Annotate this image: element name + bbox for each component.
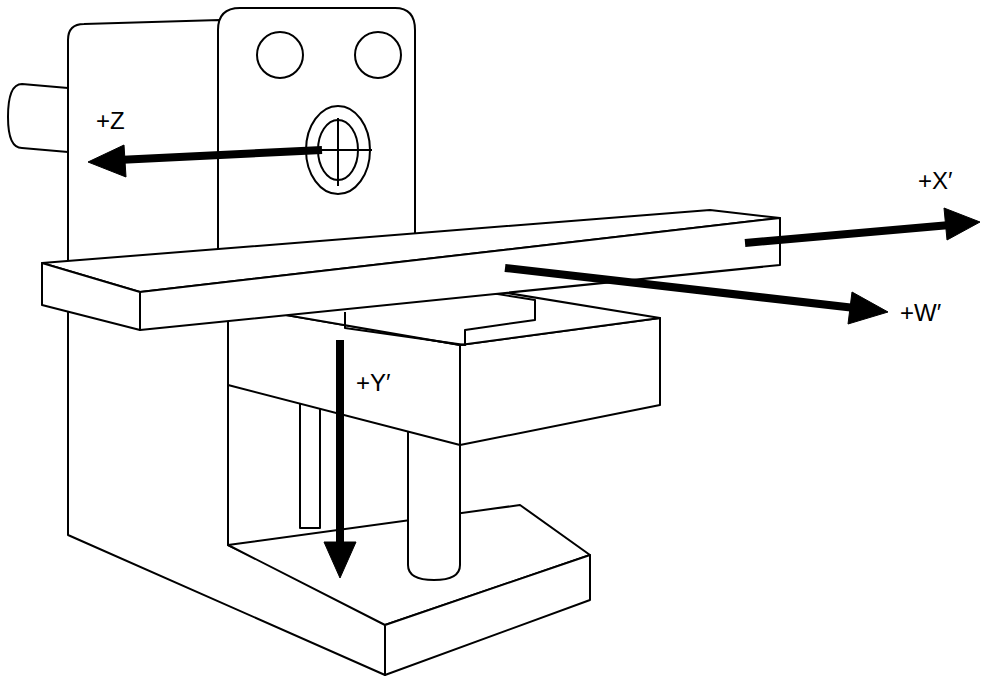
axis-label: +Y′ — [356, 370, 391, 396]
axis-label-holder: +Y′ — [356, 370, 391, 396]
table-end — [42, 263, 140, 330]
axis-label: +X′ — [918, 168, 953, 194]
axis-arrow — [118, 150, 322, 160]
arrowhead — [848, 292, 888, 324]
hole — [355, 32, 401, 78]
axis-arrow — [336, 340, 344, 548]
arrowhead — [88, 145, 126, 177]
axis-label: +W′ — [900, 300, 941, 326]
axis-label-holder: +Z — [96, 108, 125, 134]
axis-label-holder: +X′ — [918, 168, 953, 194]
axis-arrow — [745, 225, 950, 243]
column-front — [218, 8, 415, 255]
axis-label: +Z — [96, 108, 125, 134]
axis-label-holder: +W′ — [900, 300, 941, 326]
hole — [257, 32, 303, 78]
axis-arrow — [505, 268, 855, 308]
column-lower — [68, 300, 385, 675]
arrowhead — [944, 208, 980, 240]
table-front — [140, 218, 780, 330]
arrowhead — [324, 542, 356, 578]
knob — [8, 84, 68, 152]
